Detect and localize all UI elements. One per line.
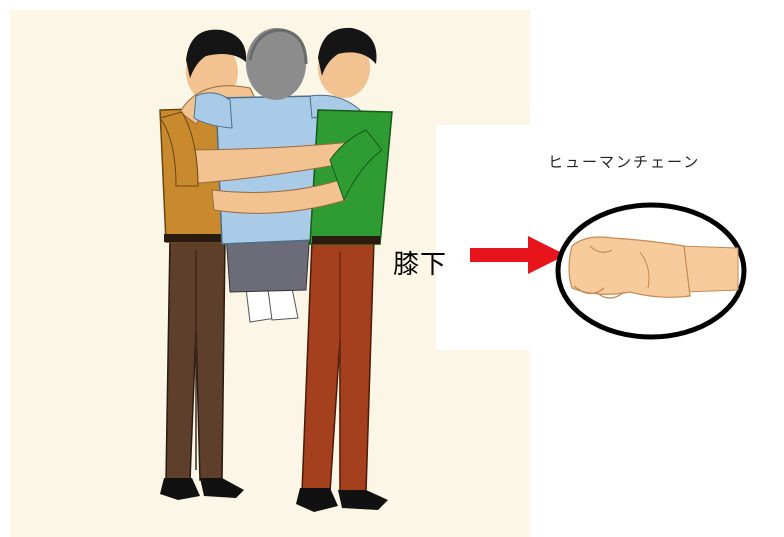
knee-label: 膝下: [393, 250, 448, 280]
hand-grip-icon: [555, 202, 747, 340]
red-arrow: [470, 236, 566, 274]
arms-embrace: [159, 111, 383, 214]
human-chain-label: ヒューマンチェーン: [548, 153, 701, 171]
